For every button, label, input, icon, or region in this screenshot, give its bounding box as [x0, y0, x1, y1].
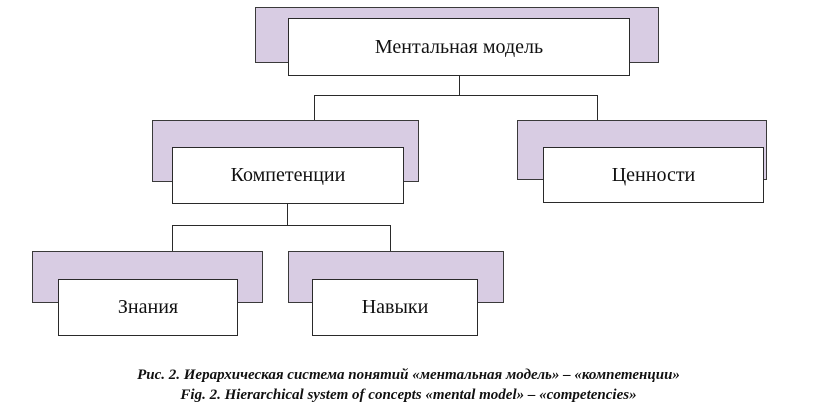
competencies-node: Компетенции	[172, 147, 404, 204]
connector-to-skills	[390, 225, 391, 251]
connector-to-values	[597, 95, 598, 120]
connector-to-knowledge	[172, 225, 173, 251]
connector-level2-horizontal	[172, 225, 391, 226]
figure-caption-en: Fig. 2. Hierarchical system of concepts …	[180, 387, 637, 403]
skills-node-label: Навыки	[361, 296, 429, 318]
figure-caption-ru: Рис. 2. Иерархическая система понятий «м…	[137, 367, 680, 383]
knowledge-node: Знания	[58, 279, 238, 336]
values-node-label: Ценности	[611, 163, 696, 186]
root-node-label: Ментальная модель	[374, 35, 544, 58]
connector-root-down	[459, 76, 460, 95]
skills-node: Навыки	[312, 279, 478, 336]
knowledge-node-label: Знания	[117, 296, 179, 318]
connector-competencies-down	[287, 204, 288, 225]
connector-level1-horizontal	[314, 95, 598, 96]
competencies-node-label: Компетенции	[230, 164, 346, 186]
values-node: Ценности	[543, 147, 764, 203]
connector-to-competencies	[314, 95, 315, 120]
root-node: Ментальная модель	[288, 18, 630, 76]
